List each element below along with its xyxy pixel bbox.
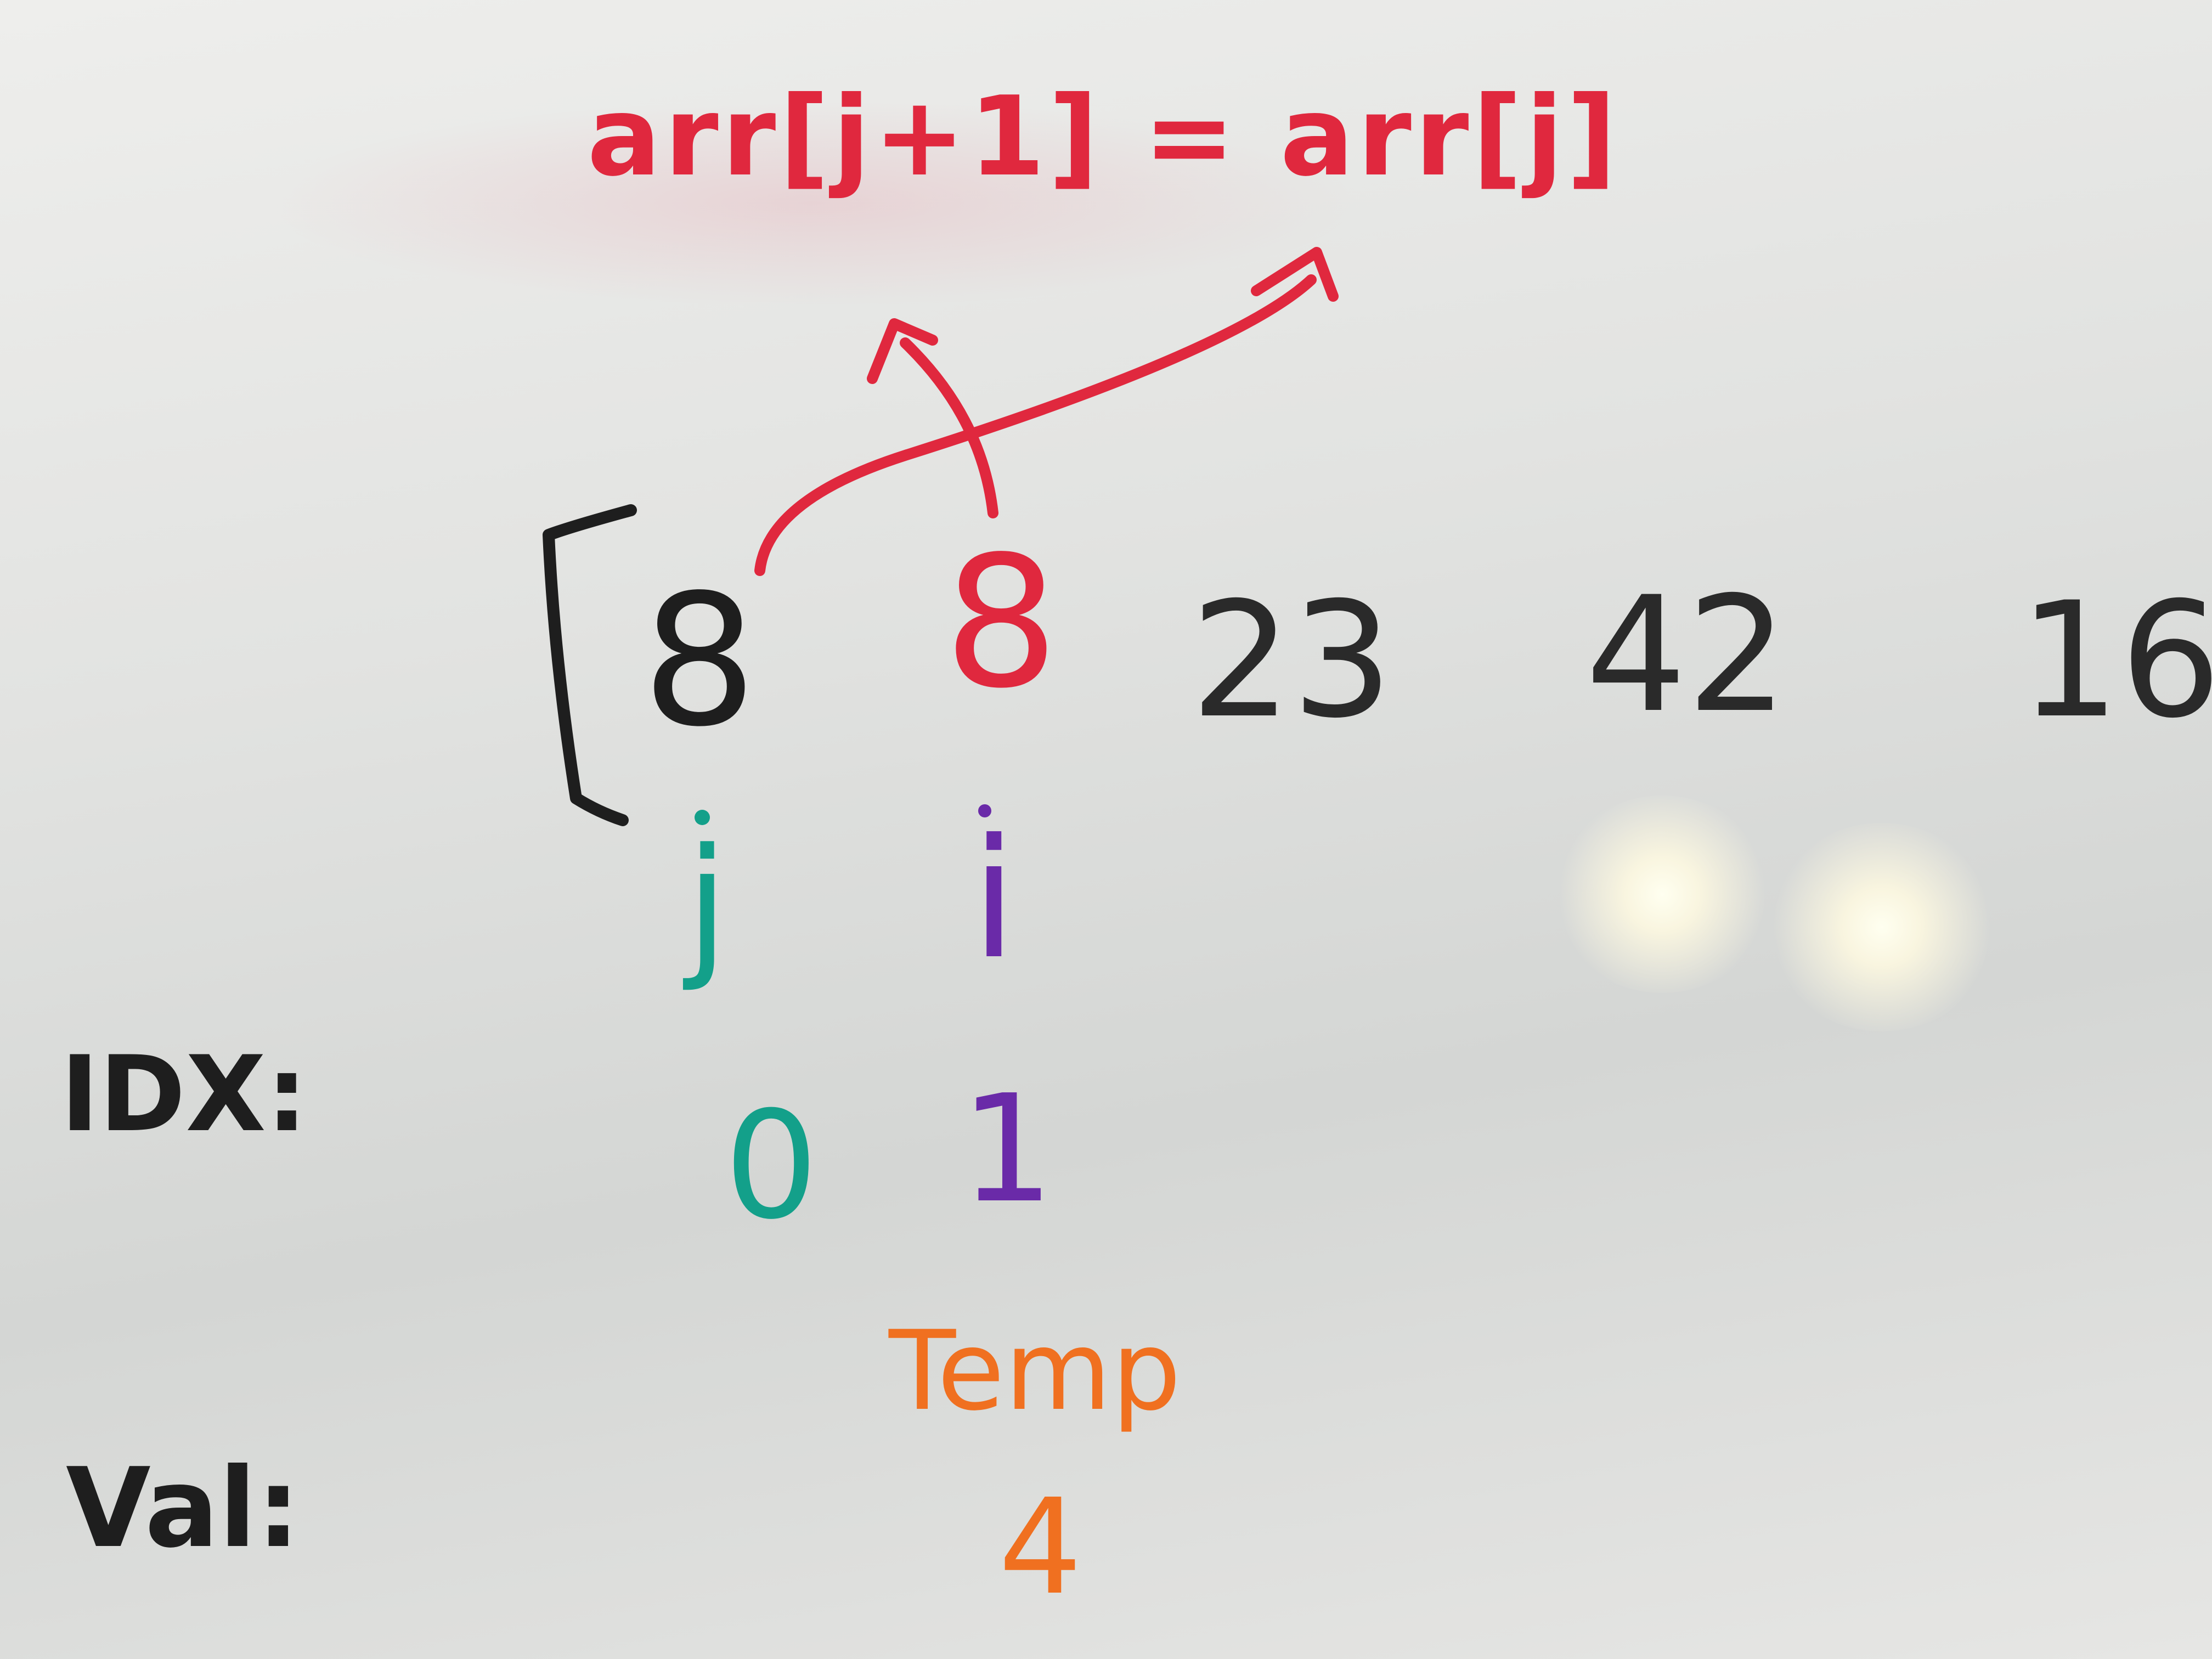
j-index-value: 0: [724, 1079, 819, 1252]
array-value-0: 8: [642, 556, 757, 766]
arrow-head-j-plus-1: [867, 318, 938, 384]
array-value-2: 23: [1190, 568, 1393, 753]
val-label: Val:: [66, 1444, 301, 1572]
i-pointer-label: i: [971, 804, 1017, 995]
i-pointer-dot: [978, 804, 991, 817]
temp-label: Temp: [889, 1307, 1182, 1435]
light-glare-left: [1553, 795, 1772, 993]
arrow-to-arr-j: [754, 274, 1317, 576]
array-value-1: 8: [944, 517, 1059, 728]
temp-value: 4: [998, 1470, 1082, 1624]
arrow-to-arr-j-plus-1: [900, 337, 998, 518]
idx-label: IDX:: [60, 1034, 308, 1155]
array-value-3: 42: [1585, 563, 1788, 748]
formula: arr[j+1] = arr[j]: [587, 73, 1620, 201]
light-glare-right: [1767, 823, 1997, 1031]
erased-smudge: [263, 99, 1361, 307]
i-index-value: 1: [960, 1063, 1054, 1235]
j-pointer-dot: [695, 810, 710, 825]
array-open-bracket: [543, 504, 637, 826]
arrow-head-j: [1251, 247, 1339, 302]
j-pointer-label: j: [686, 816, 729, 995]
array-value-4: 16: [2019, 568, 2212, 753]
